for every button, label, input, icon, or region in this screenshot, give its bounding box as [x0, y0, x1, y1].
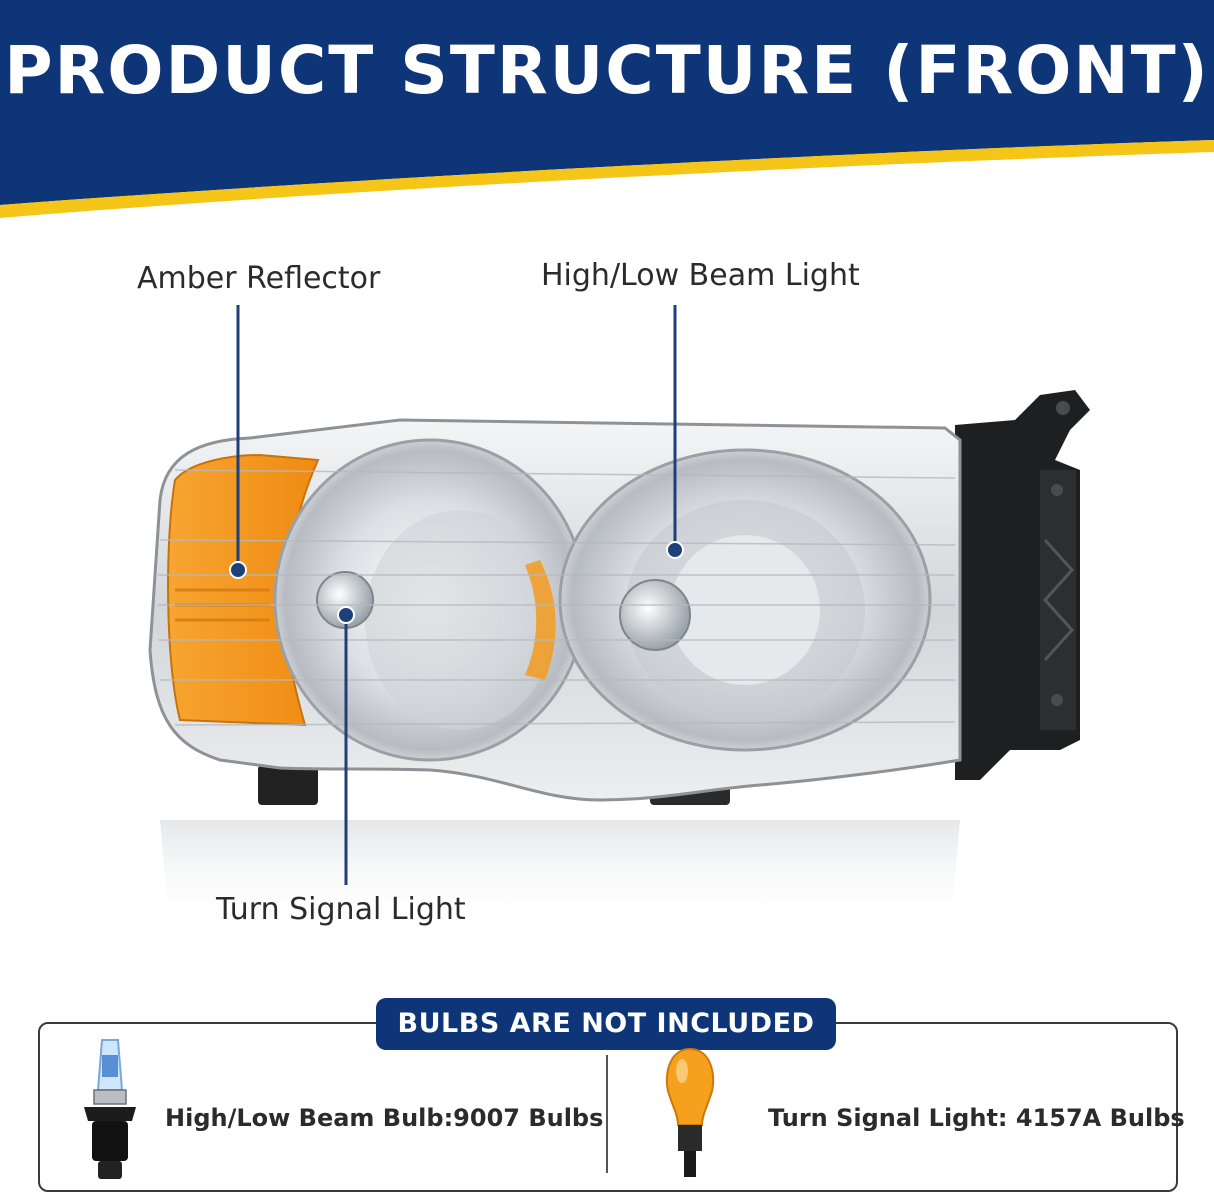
mounting-bracket — [955, 390, 1090, 780]
halogen-bulb-icon — [84, 1039, 136, 1179]
beam-bulb-label: High/Low Beam Bulb:9007 Bulbs — [165, 1104, 604, 1132]
bulbs-info-box — [38, 1022, 1178, 1192]
amber-reflector-marker — [229, 561, 247, 579]
amber-bulb-icon — [665, 1047, 715, 1177]
beam-bulb — [619, 579, 691, 651]
bulbs-notice-badge: BULBS ARE NOT INCLUDED — [376, 998, 836, 1050]
callout-turn-signal: Turn Signal Light — [216, 892, 466, 927]
header-banner: PRODUCT STRUCTURE (FRONT) — [0, 0, 1214, 225]
lower-mount-left — [258, 765, 318, 805]
callout-beam-light: High/Low Beam Light — [541, 258, 860, 293]
headlight-illustration — [148, 305, 1090, 930]
bulbs-divider — [606, 1055, 608, 1173]
lens-lines — [158, 469, 956, 726]
callout-amber-reflector: Amber Reflector — [137, 261, 381, 296]
beam-light-marker — [666, 541, 684, 559]
page-title: PRODUCT STRUCTURE (FRONT) — [4, 32, 1210, 109]
turn-signal-marker — [337, 606, 355, 624]
amber-accent — [525, 560, 556, 680]
callout-pointers — [229, 305, 684, 885]
turn-signal-bulb-label: Turn Signal Light: 4157A Bulbs — [768, 1104, 1185, 1132]
floor-reflection — [160, 820, 960, 930]
banner-background — [0, 0, 1214, 218]
